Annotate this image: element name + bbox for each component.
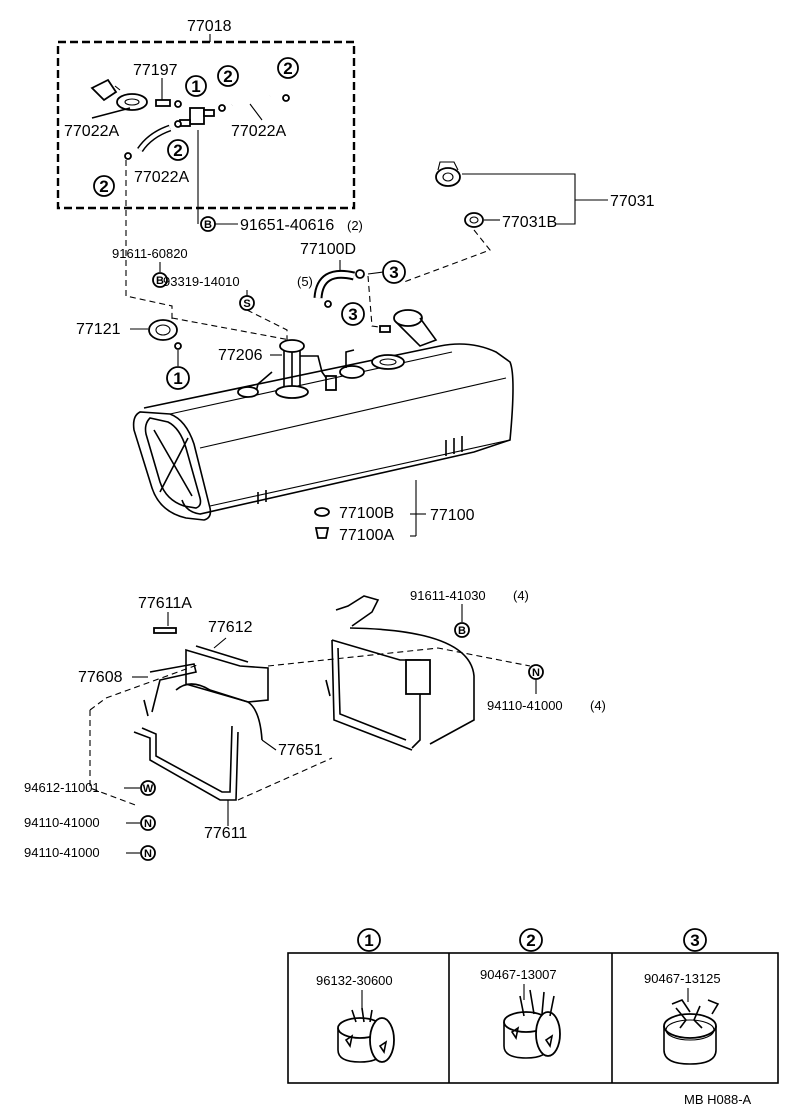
svg-text:N: N bbox=[144, 818, 152, 830]
label-77611: 77611 bbox=[204, 825, 247, 842]
label-77608: 77608 bbox=[78, 669, 123, 686]
label-77022a-left: 77022A bbox=[64, 123, 119, 140]
nut-symbol-a: N bbox=[140, 815, 156, 831]
bolt-symbol-91611-41030: B bbox=[454, 622, 470, 638]
diagram-code: MB H088-A bbox=[684, 1092, 752, 1107]
clamp-callout-2-c: 2 bbox=[167, 139, 189, 161]
svg-text:3: 3 bbox=[348, 305, 357, 324]
grommet-77031 bbox=[435, 161, 461, 187]
legend-clamp-1-part: 96132-30600 bbox=[316, 973, 393, 988]
svg-text:N: N bbox=[144, 848, 152, 860]
legend-clamp-3-part: 90467-13125 bbox=[644, 971, 721, 986]
label-77197: 77197 bbox=[133, 62, 178, 79]
nut-symbol-right: N bbox=[528, 664, 544, 680]
screw-symbol-93319: S bbox=[239, 295, 255, 311]
drain-plug-gasket bbox=[314, 507, 330, 517]
legend-clamp-2-badge: 2 bbox=[519, 928, 543, 952]
clamp-callout-1-top: 1 bbox=[185, 75, 207, 97]
label-77100d: 77100D bbox=[300, 241, 356, 258]
label-91651-40616: 91651-40616 bbox=[240, 217, 334, 234]
svg-text:3: 3 bbox=[389, 263, 398, 282]
assembly-77018: 77018 77197 77022A 77022A bbox=[56, 18, 356, 210]
clamp-callout-3-b: 3 bbox=[341, 302, 365, 326]
svg-text:3: 3 bbox=[690, 931, 699, 950]
clamp-callout-2-d: 2 bbox=[93, 175, 115, 197]
label-91611-41030: 91611-41030 bbox=[410, 588, 486, 603]
label-93319-14010: 93319-14010 bbox=[163, 274, 240, 289]
label-77611a: 77611A bbox=[138, 595, 192, 612]
filler-neck bbox=[379, 309, 438, 347]
svg-text:1: 1 bbox=[191, 77, 200, 96]
fuel-tank-77100 bbox=[132, 343, 514, 521]
label-77031b: 77031B bbox=[502, 214, 557, 231]
tank-fitting-77121 bbox=[148, 319, 182, 350]
clamp-callout-2-a: 2 bbox=[217, 65, 239, 87]
svg-text:2: 2 bbox=[223, 67, 232, 86]
clamp-callout-3-a: 3 bbox=[382, 260, 406, 284]
clamp-legend: 1 2 3 96132-30600 90467-13007 90467-1312… bbox=[287, 928, 779, 1084]
svg-text:2: 2 bbox=[283, 59, 292, 78]
label-77651: 77651 bbox=[278, 742, 323, 759]
legend-box bbox=[287, 952, 779, 1084]
vacuum-valve-bracket bbox=[90, 78, 148, 111]
check-valve bbox=[174, 100, 215, 128]
svg-text:B: B bbox=[204, 219, 212, 231]
legend-clamp-3-badge: 3 bbox=[683, 928, 707, 952]
bolt-symbol-91651: B bbox=[200, 216, 216, 232]
svg-text:W: W bbox=[143, 783, 154, 795]
legend-clamp-2-part: 90467-13007 bbox=[480, 967, 557, 982]
svg-text:2: 2 bbox=[526, 931, 535, 950]
svg-text:B: B bbox=[458, 625, 466, 637]
clamp-3-drawing bbox=[663, 988, 720, 1065]
label-77031: 77031 bbox=[610, 193, 655, 210]
washer-symbol: W bbox=[140, 780, 156, 796]
label-94110-41000-a: 94110-41000 bbox=[24, 815, 100, 830]
tank-band-assembly: 77611A 77612 77608 77651 77611 bbox=[24, 588, 606, 861]
clamp-1-drawing bbox=[337, 990, 395, 1063]
legend-clamp-1-badge: 1 bbox=[357, 928, 381, 952]
qty-91651: (2) bbox=[347, 218, 363, 233]
bolt-symbol-91611-60820: B bbox=[152, 272, 168, 288]
svg-text:1: 1 bbox=[173, 369, 182, 388]
svg-text:N: N bbox=[532, 667, 540, 679]
svg-text:2: 2 bbox=[99, 177, 108, 196]
label-77100a: 77100A bbox=[339, 527, 394, 544]
label-94612-11001: 94612-11001 bbox=[24, 780, 100, 795]
label-77100: 77100 bbox=[430, 507, 475, 524]
label-77100b: 77100B bbox=[339, 505, 394, 522]
label-77612: 77612 bbox=[208, 619, 253, 636]
svg-text:2: 2 bbox=[173, 141, 182, 160]
label-94110-41000-b: 94110-41000 bbox=[24, 845, 100, 860]
clamp-2-drawing bbox=[503, 984, 561, 1059]
grommet-77031b bbox=[464, 212, 484, 228]
svg-text:B: B bbox=[156, 275, 164, 287]
label-94110-41000-right: 94110-41000 bbox=[487, 698, 563, 713]
svg-text:1: 1 bbox=[364, 931, 373, 950]
qty-93319: (5) bbox=[297, 274, 313, 289]
assembly-box-outline bbox=[56, 40, 356, 210]
label-77022a-lower: 77022A bbox=[134, 169, 189, 186]
clamp-callout-2-b: 2 bbox=[277, 57, 299, 79]
label-77121: 77121 bbox=[76, 321, 121, 338]
svg-text:S: S bbox=[243, 298, 250, 310]
qty-94110-41000-right: (4) bbox=[590, 698, 606, 713]
clamp-callout-1-b: 1 bbox=[166, 366, 190, 390]
label-91611-60820: 91611-60820 bbox=[112, 246, 188, 261]
label-77022a-right: 77022A bbox=[231, 123, 286, 140]
qty-91611-41030: (4) bbox=[513, 588, 529, 603]
drain-plug bbox=[314, 527, 330, 539]
label-77206: 77206 bbox=[218, 347, 263, 364]
nut-symbol-b: N bbox=[140, 845, 156, 861]
fuel-gauge-77206 bbox=[255, 339, 337, 393]
label-77018: 77018 bbox=[187, 18, 232, 35]
